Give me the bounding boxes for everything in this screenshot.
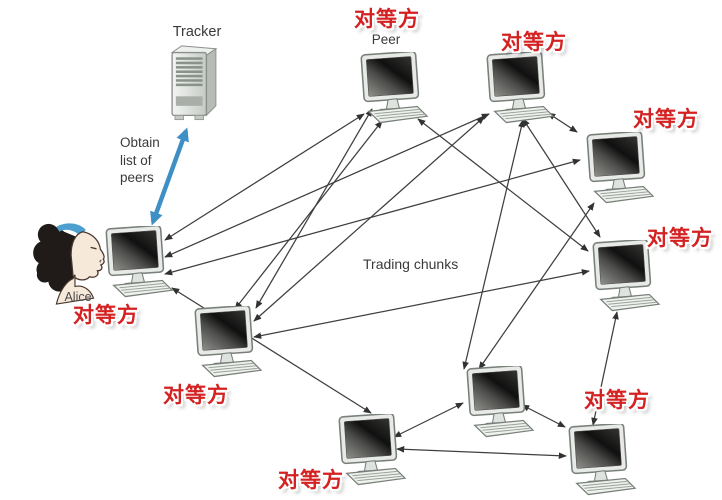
trading-chunk-arrow [396, 445, 567, 460]
peer-cn-label-5: 对等方 [584, 389, 650, 412]
trading-chunk-arrow [591, 311, 619, 426]
trading-chunk-arrow [164, 113, 365, 241]
obtain-line-1: Obtain [120, 135, 160, 150]
trading-chunk-arrow [478, 202, 595, 370]
peer-top-right [486, 52, 554, 124]
peer-right-upper [586, 132, 654, 204]
trading-chunk-arrow [393, 402, 464, 438]
peer-cn-label-2: 对等方 [501, 31, 567, 54]
peer-cn-label-3: 对等方 [633, 108, 699, 131]
node-layer [32, 45, 660, 496]
tracker-server [171, 45, 217, 121]
trading-chunk-arrow [417, 118, 589, 252]
peer-bottom-center [338, 414, 406, 486]
trading-chunk-arrow [462, 119, 525, 370]
obtain-line-2: list of [120, 152, 152, 168]
trading-chunk-arrow [253, 116, 485, 322]
peer-cn-label-1: 对等方 [354, 8, 420, 31]
peer-bottom-right [568, 424, 636, 496]
obtain-peers-arrow [150, 127, 189, 226]
peer-cn-label-8: 对等方 [73, 304, 139, 327]
obtain-line-3: peers [120, 170, 154, 185]
peer-cn-label-6: 对等方 [278, 469, 344, 492]
peer-center [466, 366, 534, 438]
peer-cn-label-7: 对等方 [163, 384, 229, 407]
trading-chunk-arrow [253, 269, 590, 339]
obtain-list-of-peers-label: Obtain list of peers [120, 134, 160, 187]
peer-cn-label-4: 对等方 [647, 227, 713, 250]
peer-en-label: Peer [371, 32, 401, 47]
alice-name-label: Alice [64, 290, 92, 304]
arrow-layer [150, 108, 619, 460]
trading-chunks-label: Trading chunks [363, 256, 459, 272]
peer-top [360, 52, 428, 124]
alice-pc [105, 226, 173, 298]
tracker-label: Tracker [172, 24, 222, 40]
trading-chunk-arrow [521, 404, 566, 428]
peer-left [194, 306, 262, 378]
